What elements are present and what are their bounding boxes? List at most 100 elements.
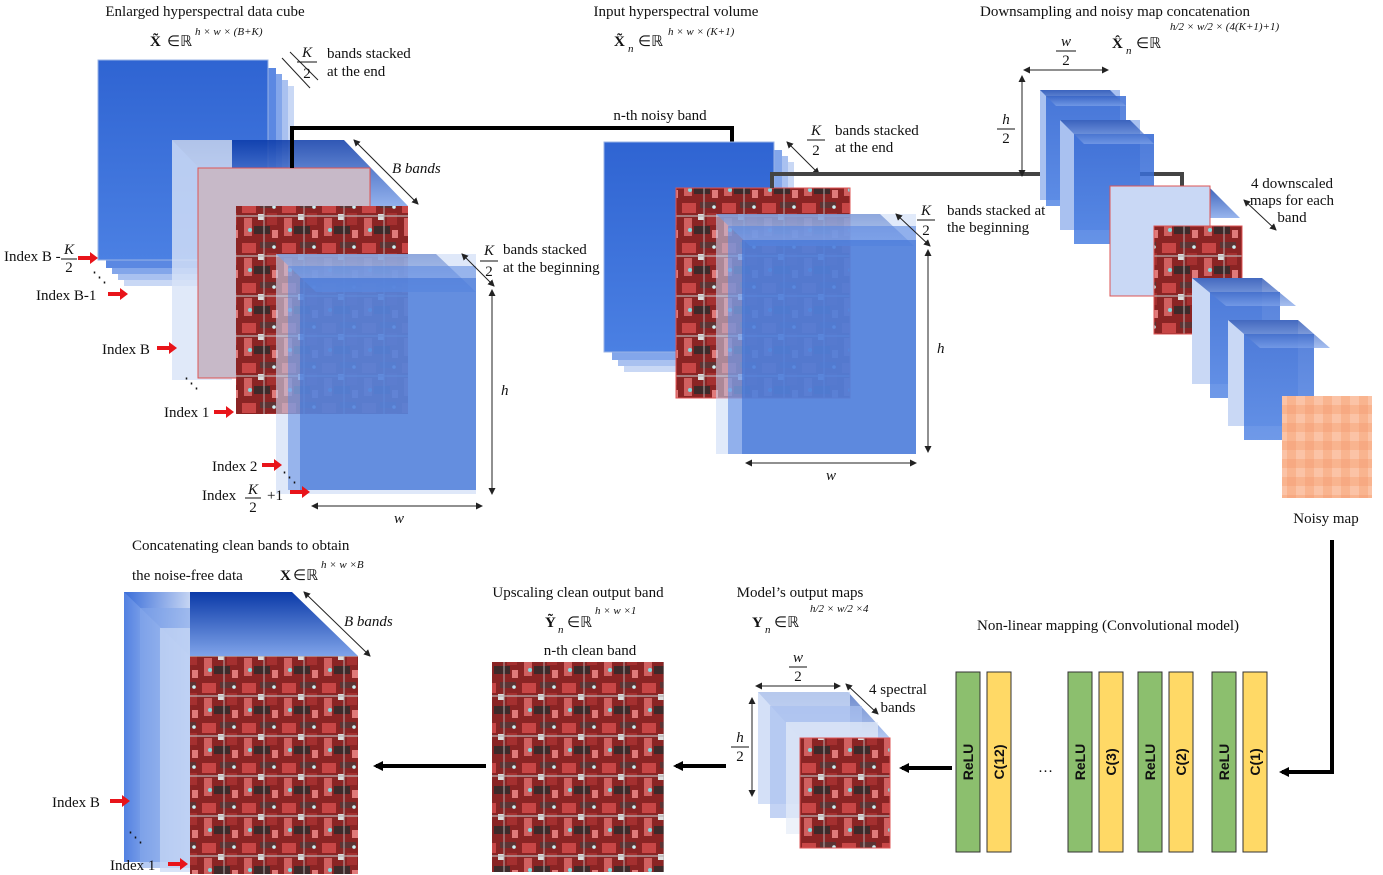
model-ellipsis: … <box>1038 760 1053 776</box>
final-cube: Concatenating clean bands to obtain the … <box>52 538 393 874</box>
final-title-2: the noise-free data <box>132 568 243 584</box>
arrow-index-1 <box>214 406 234 418</box>
svg-text:h: h <box>736 730 744 746</box>
layer-conv-3: C(3) <box>1099 672 1123 852</box>
cube3-symbol: X̂ <box>1112 35 1123 52</box>
final-dims: h × w ×B <box>321 559 364 571</box>
svg-text:K: K <box>920 203 932 219</box>
cube2-symbol: X̃ <box>614 33 625 50</box>
svg-text:C(2): C(2) <box>1173 748 1189 775</box>
model-title: Non-linear mapping (Convolutional model) <box>977 618 1239 634</box>
svg-text:w: w <box>1061 34 1071 50</box>
svg-text:n: n <box>628 43 634 55</box>
downsample-cube: Downsampling and noisy map concatenation… <box>980 4 1372 527</box>
output-symbol: Y <box>752 615 763 631</box>
svg-text:⋱: ⋱ <box>128 830 143 846</box>
cube1-bands-end-1: bands stacked <box>327 46 411 62</box>
svg-text:ReLU: ReLU <box>1216 744 1232 781</box>
cube2-w-label: w <box>826 468 836 484</box>
spectral-label-1: 4 spectral <box>869 682 927 698</box>
cube1-symbol: X̃ <box>150 33 161 50</box>
noisy-map <box>1282 396 1372 498</box>
output-title: Model’s output maps <box>737 585 864 601</box>
index-b-minus-k-label: Index B - <box>4 249 61 265</box>
upscale-band: Upscaling clean output band Ỹ n ∈ℝ h × w… <box>492 585 664 872</box>
index-2-label: Index 2 <box>212 459 257 475</box>
cube1-k2-num: K <box>483 243 495 259</box>
index-k-plus-1-label: Index <box>202 488 237 504</box>
cube2-bands-end-1: bands stacked <box>835 123 919 139</box>
downscaled-label-2: maps for each <box>1250 193 1335 209</box>
svg-text:2: 2 <box>1062 53 1070 69</box>
svg-text:2: 2 <box>249 500 257 516</box>
cube2-h-label: h <box>937 341 945 357</box>
final-b-bands: B bands <box>344 614 393 630</box>
cube1-k2-den: 2 <box>485 264 493 280</box>
svg-text:ReLU: ReLU <box>1072 744 1088 781</box>
svg-text:n: n <box>558 624 564 636</box>
cube1-dims: h × w × (B+K) <box>195 26 263 38</box>
layer-conv-1: C(1) <box>1243 672 1267 852</box>
cube2-front-stack <box>716 214 916 454</box>
svg-text:∈ℝ: ∈ℝ <box>1136 36 1161 52</box>
svg-text:2: 2 <box>1002 131 1010 147</box>
svg-text:∈ℝ: ∈ℝ <box>567 615 592 631</box>
clean-band-image <box>492 662 664 872</box>
cube1-title: Enlarged hyperspectral data cube <box>105 4 305 20</box>
cube3-title: Downsampling and noisy map concatenation <box>980 4 1250 20</box>
input-volume: Input hyperspectral volume X̃ n ∈ℝ h × w… <box>594 4 1047 484</box>
svg-text:K: K <box>810 123 822 139</box>
svg-text:∈ℝ: ∈ℝ <box>638 34 663 50</box>
conv-model: Non-linear mapping (Convolutional model)… <box>956 618 1267 852</box>
svg-text:C(3): C(3) <box>1103 748 1119 775</box>
cube1-bands-end-2: at the end <box>327 64 386 80</box>
downscaled-label-3: band <box>1277 210 1307 226</box>
layer-relu-2: ReLU <box>1068 672 1092 852</box>
svg-text:K: K <box>247 482 259 498</box>
svg-text:∈ℝ: ∈ℝ <box>293 568 318 584</box>
cube2-title: Input hyperspectral volume <box>594 4 759 20</box>
final-index-b-label: Index B <box>52 795 100 811</box>
svg-text:K: K <box>63 242 75 258</box>
cube2-bands-begin-2: the beginning <box>947 220 1030 236</box>
output-map-image <box>800 738 890 848</box>
clean-band-label: n-th clean band <box>544 643 637 659</box>
layer-relu-3: ReLU <box>1138 672 1162 852</box>
output-dims: h/2 × w/2 ×4 <box>810 603 869 615</box>
cube1-k-den: 2 <box>303 66 311 82</box>
cube3-dims: h/2 × w/2 × (4(K+1)+1) <box>1170 21 1279 33</box>
upscale-dims: h × w ×1 <box>595 605 636 617</box>
arrow-index-b-minus-k <box>78 252 98 264</box>
layer-conv-2: C(2) <box>1169 672 1193 852</box>
enlarged-cube: Enlarged hyperspectral data cube X̃ ∈ℝ h… <box>4 4 600 527</box>
svg-text:n: n <box>1126 45 1132 57</box>
svg-text:∈ℝ: ∈ℝ <box>774 615 799 631</box>
upscale-title: Upscaling clean output band <box>492 585 664 601</box>
index-1-label: Index 1 <box>164 405 209 421</box>
svg-text:⋱: ⋱ <box>282 470 297 486</box>
svg-text:2: 2 <box>736 749 744 765</box>
svg-text:C(1): C(1) <box>1247 748 1263 775</box>
spectral-label-2: bands <box>881 700 916 716</box>
layer-conv-12: C(12) <box>987 672 1011 852</box>
layer-relu-1: ReLU <box>956 672 980 852</box>
layer-relu-4: ReLU <box>1212 672 1236 852</box>
svg-text:+1: +1 <box>267 488 283 504</box>
cube1-h-label: h <box>501 383 509 399</box>
cube1-bands-begin-2: at the beginning <box>503 260 600 276</box>
noisy-map-label: Noisy map <box>1293 511 1358 527</box>
final-index-1-label: Index 1 <box>110 858 155 874</box>
final-symbol: X <box>280 568 291 584</box>
svg-text:2: 2 <box>812 143 820 159</box>
svg-text:⋱: ⋱ <box>92 270 107 286</box>
cube1-w-label: w <box>394 511 404 527</box>
arrow-index-b-minus-1 <box>108 288 128 300</box>
cube2-dims: h × w × (K+1) <box>668 26 735 38</box>
cube1-in: ∈ℝ <box>167 34 192 50</box>
svg-text:2: 2 <box>65 260 73 276</box>
svg-text:n: n <box>765 624 771 636</box>
cube1-k-num: K <box>301 45 313 61</box>
svg-text:2: 2 <box>922 223 930 239</box>
svg-text:ReLU: ReLU <box>960 744 976 781</box>
